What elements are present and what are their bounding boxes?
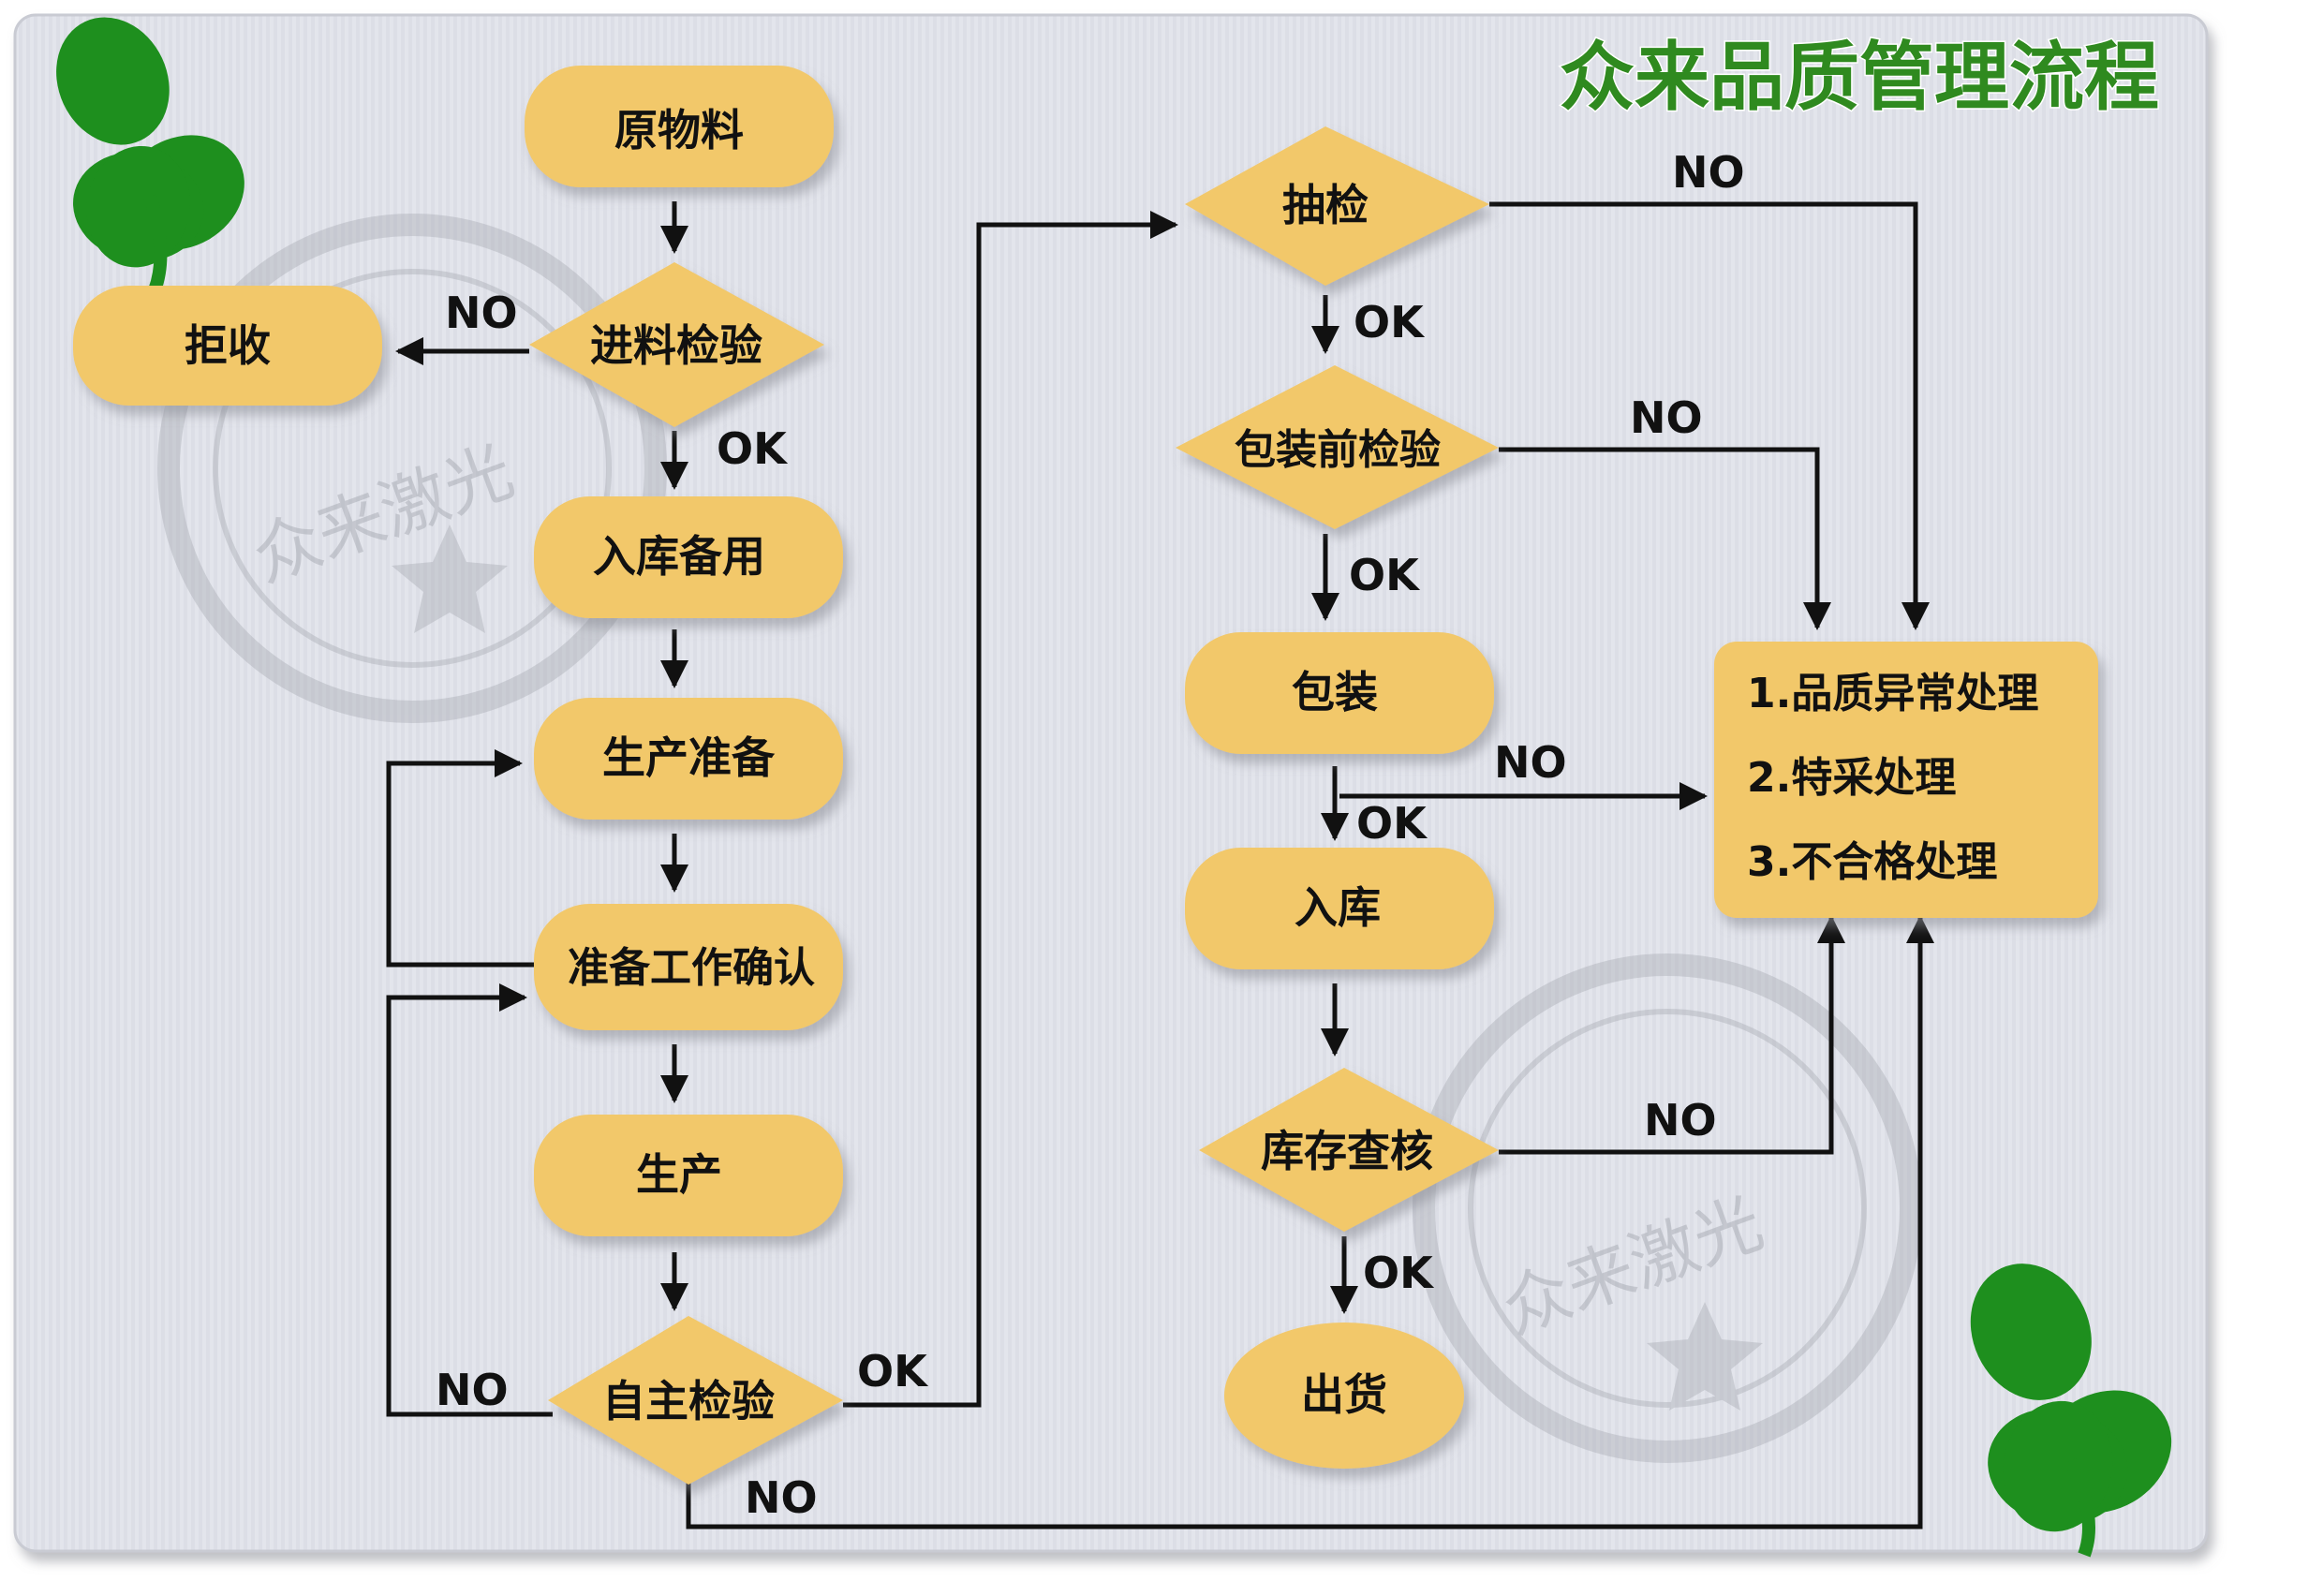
edge-label-prepack-no: NO (1630, 392, 1703, 443)
watermark-stamp-left: 众来激光 (157, 214, 667, 723)
edge-label-self-no-left: NO (436, 1365, 509, 1415)
handling-line-2: 2.特采处理 (1747, 754, 1956, 802)
node-production-prep (534, 698, 843, 820)
node-sampling-label: 抽检 (1282, 180, 1369, 230)
node-shipping-label: 出货 (1301, 1369, 1387, 1420)
node-stock-reserve-label: 入库备用 (593, 531, 765, 582)
node-self-inspection (548, 1316, 843, 1485)
node-raw-material-label: 原物料 (614, 105, 744, 155)
node-inventory-check (1199, 1068, 1499, 1232)
node-raw-material (525, 66, 834, 187)
edge-label-packing-ok: OK (1356, 798, 1428, 849)
connectors (386, 201, 1934, 1530)
node-self-inspection-label: 自主检验 (602, 1376, 775, 1426)
node-reject-label: 拒收 (185, 320, 271, 371)
node-incoming-inspection (529, 262, 824, 427)
edge-labels: NO OK NO OK NO NO OK NO OK NO OK NO OK (436, 147, 1745, 1523)
node-prepack-inspection (1176, 365, 1499, 529)
node-sampling (1185, 126, 1489, 286)
edge-label-prepack-ok: OK (1349, 550, 1421, 600)
edge-label-packing-no: NO (1494, 737, 1567, 788)
handling-line-1: 1.品质异常处理 (1747, 670, 2038, 717)
clover-icon (56, 17, 244, 293)
edge-label-incoming-no: NO (445, 288, 518, 338)
edge-label-inventory-no: NO (1644, 1095, 1717, 1145)
node-production-prep-label: 生产准备 (602, 732, 776, 783)
node-shipping (1224, 1323, 1464, 1469)
node-prepack-inspection-label: 包装前检验 (1235, 426, 1441, 474)
node-production-label: 生产 (636, 1149, 722, 1200)
node-prep-confirm (534, 904, 843, 1030)
node-prep-confirm-label: 准备工作确认 (568, 944, 815, 992)
edge-label-self-no-bottom: NO (745, 1472, 818, 1523)
node-stock-reserve (534, 496, 843, 618)
node-warehousing (1185, 848, 1494, 969)
edge-label-sampling-no: NO (1672, 147, 1745, 198)
node-reject (73, 286, 382, 406)
node-warehousing-label: 入库 (1295, 882, 1381, 933)
clover-icon (1970, 1264, 2172, 1558)
edge-label-incoming-ok: OK (717, 423, 789, 474)
node-handling (1714, 642, 2098, 918)
edge-label-inventory-ok: OK (1363, 1248, 1435, 1298)
node-packing (1185, 632, 1494, 754)
node-production (534, 1115, 843, 1236)
node-inventory-check-label: 库存查核 (1261, 1126, 1433, 1176)
edge-label-sampling-ok: OK (1354, 297, 1426, 347)
node-incoming-inspection-label: 进料检验 (590, 320, 762, 371)
edge-label-self-ok: OK (857, 1346, 929, 1396)
handling-line-3: 3.不合格处理 (1747, 838, 1997, 886)
page-title: 众来品质管理流程 (1560, 34, 2159, 121)
node-packing-label: 包装 (1292, 667, 1378, 717)
